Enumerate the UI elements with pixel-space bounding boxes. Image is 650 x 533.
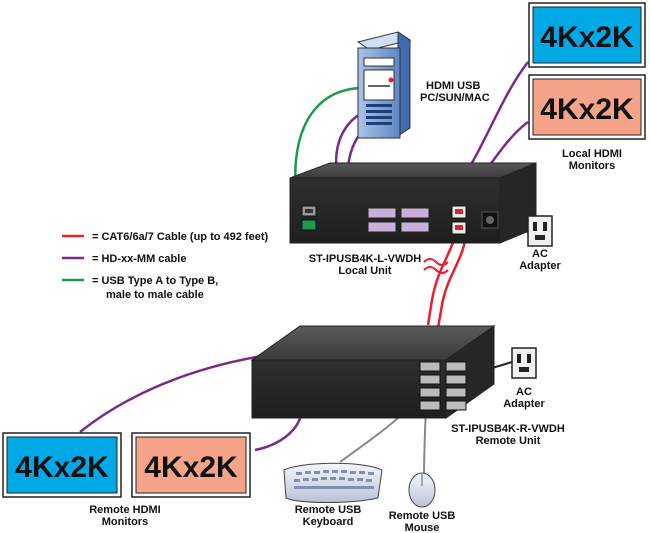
remote-monitors-label-line2: Monitors	[102, 516, 148, 528]
remote-monitor-2: 4Kx2K	[131, 432, 251, 498]
mouse-label-line1: Remote USB	[389, 510, 456, 522]
ac-local-label-line1: AC	[532, 248, 548, 260]
ac-outlet-remote-icon	[511, 347, 537, 379]
pc-tower-icon	[356, 31, 412, 139]
local-monitor-2: 4Kx2K	[528, 74, 646, 140]
cable-break-mark	[423, 266, 449, 274]
legend-text-cat6: = CAT6/6a/7 Cable (up to 492 feet)	[92, 231, 268, 243]
remote-monitor-1-text: 4Kx2K	[15, 451, 109, 484]
pc-label-line1: HDMI USB	[426, 80, 480, 92]
remote-unit-label-line1: ST-IPUSB4K-R-VWDH	[451, 423, 565, 435]
remote-monitor-1: 4Kx2K	[2, 432, 122, 498]
keyboard-label-line1: Remote USB	[295, 504, 362, 516]
mouse-label-line2: Mouse	[405, 522, 440, 533]
pc-label-line2: PC/SUN/MAC	[420, 92, 490, 104]
hdmi-cable-remote-monitor-1	[79, 354, 263, 433]
local-monitor-1: 4Kx2K	[528, 2, 646, 68]
local-monitors-label-line1: Local HDMI	[562, 148, 622, 160]
remote-monitor-2-text: 4Kx2K	[144, 451, 238, 484]
ac-outlet-local-icon	[527, 215, 553, 247]
ac-remote-label-line2: Adapter	[503, 398, 545, 410]
keyboard-label-line2: Keyboard	[303, 516, 354, 528]
local-unit-label-line2: Local Unit	[338, 265, 392, 277]
ac-local-label-line2: Adapter	[519, 260, 561, 272]
local-monitor-1-text: 4Kx2K	[540, 21, 634, 54]
legend-text-usb-line1: = USB Type A to Type B,	[92, 275, 218, 287]
local-monitor-2-text: 4Kx2K	[540, 93, 634, 126]
local-unit-label-line1: ST-IPUSB4K-L-VWDH	[309, 253, 422, 265]
local-unit-box	[289, 162, 537, 244]
keyboard-icon	[283, 462, 383, 503]
legend-text-hdmi: = HD-xx-MM cable	[92, 253, 186, 265]
remote-monitors-label-line1: Remote HDMI	[89, 504, 161, 516]
ac-remote-label-line1: AC	[516, 386, 532, 398]
legend: = CAT6/6a/7 Cable (up to 492 feet) = HD-…	[62, 231, 268, 301]
remote-unit-label-line2: Remote Unit	[476, 435, 541, 447]
local-monitors-label-line2: Monitors	[569, 160, 615, 172]
legend-text-usb-line2: male to male cable	[106, 289, 204, 301]
cable-break-mark	[423, 258, 449, 266]
ac-cable-remote	[491, 361, 513, 369]
mouse-icon	[408, 472, 436, 508]
remote-unit-box	[250, 325, 496, 419]
